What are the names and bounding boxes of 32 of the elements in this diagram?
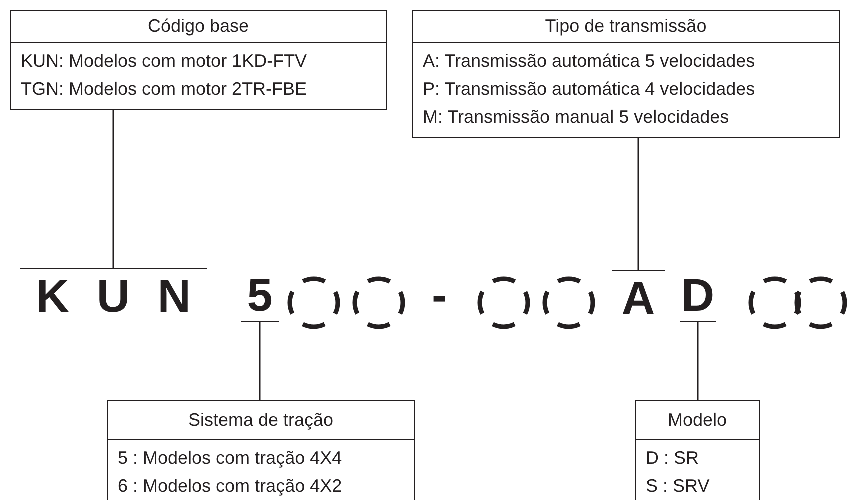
dashed-circle bbox=[794, 276, 848, 330]
table-entry: KUN: Modelos com motor 1KD-FTV bbox=[21, 50, 308, 73]
dashed-circle bbox=[352, 276, 406, 330]
leader-line bbox=[259, 322, 261, 400]
code-separator: - bbox=[432, 268, 448, 322]
table-entry: 5 : Modelos com tração 4X4 bbox=[118, 447, 344, 470]
dashed-circle bbox=[287, 276, 341, 330]
leader-line bbox=[112, 110, 114, 268]
table-heading: Sistema de tração bbox=[188, 410, 334, 430]
table-entry: D : SR bbox=[646, 447, 700, 470]
dashed-circle bbox=[477, 276, 531, 330]
code-character: D bbox=[680, 268, 716, 322]
table-entry: P: Transmissão automática 4 velocidades bbox=[423, 78, 756, 101]
code-character: A bbox=[612, 270, 665, 324]
table-entry: S : SRV bbox=[646, 475, 711, 498]
table-entry: A: Transmissão automática 5 velocidades bbox=[423, 50, 756, 73]
dashed-circle bbox=[542, 276, 596, 330]
legend-table bbox=[412, 10, 840, 138]
legend-table bbox=[10, 10, 387, 110]
table-heading: Tipo de transmissão bbox=[545, 16, 707, 37]
dashed-circle bbox=[748, 276, 802, 330]
leader-line bbox=[697, 322, 699, 400]
table-entry: M: Transmissão manual 5 velocidades bbox=[423, 106, 730, 129]
table-entry: 6 : Modelos com tração 4X2 bbox=[118, 475, 344, 498]
code-character: KUN bbox=[20, 268, 207, 322]
table-heading: Modelo bbox=[668, 410, 728, 430]
code-character: 5 bbox=[241, 268, 279, 322]
legend-table bbox=[107, 400, 415, 500]
table-entry: TGN: Modelos com motor 2TR-FBE bbox=[21, 78, 308, 101]
legend-table bbox=[635, 400, 760, 500]
leader-line bbox=[638, 138, 640, 270]
table-heading: Código base bbox=[148, 16, 250, 37]
